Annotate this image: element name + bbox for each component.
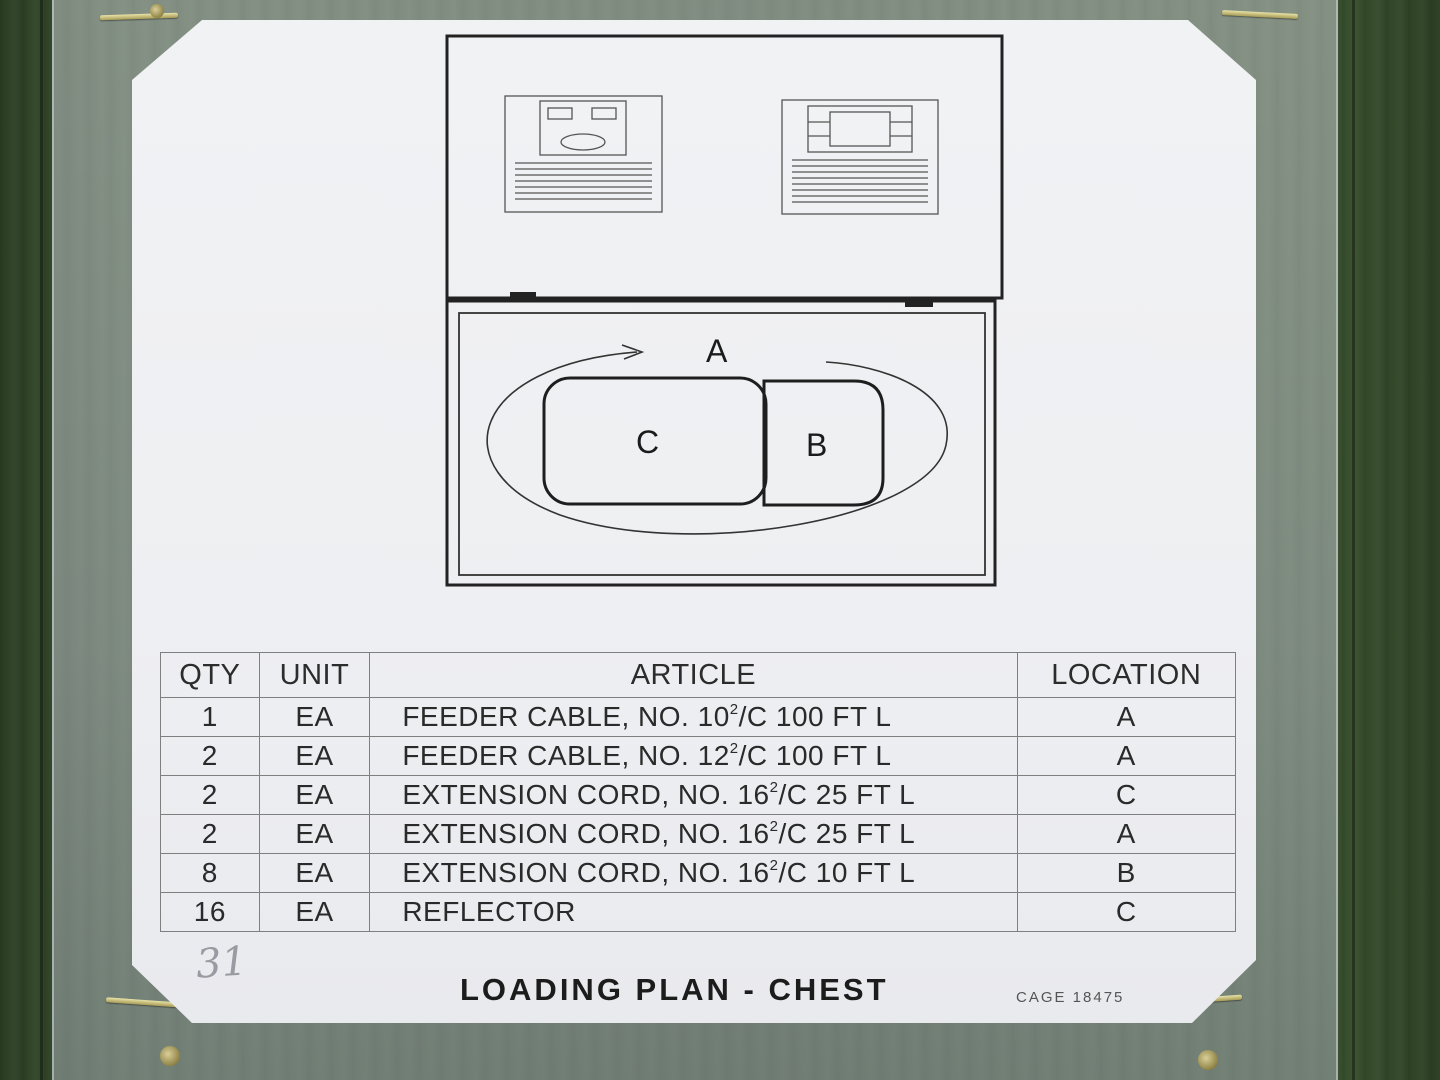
header-article: ARTICLE [369, 652, 1018, 698]
article-text: EXTENSION CORD, NO. 16 [402, 857, 770, 888]
cell-article: EXTENSION CORD, NO. 162/C 25 FT L [369, 814, 1018, 854]
article-text: REFLECTOR [402, 896, 576, 927]
table-row: 1 EA FEEDER CABLE, NO. 102/C 100 FT L A [160, 697, 1237, 737]
page-title: LOADING PLAN - CHEST [460, 972, 889, 1007]
header-location: LOCATION [1016, 652, 1237, 698]
cell-unit: EA [258, 892, 371, 932]
cell-qty: 1 [160, 697, 260, 737]
article-superscript: 2 [729, 740, 739, 757]
cell-article: REFLECTOR [369, 892, 1018, 932]
cell-qty: 2 [160, 775, 260, 815]
handwritten-number: 31 [194, 938, 249, 988]
article-text-end: /C 25 FT L [778, 818, 916, 849]
cell-qty: 8 [160, 853, 260, 893]
cell-location: A [1016, 697, 1237, 737]
thumbtack [1198, 1050, 1218, 1070]
loading-table: QTY UNIT ARTICLE LOCATION 1 EA FEEDER CA… [160, 652, 1237, 932]
cell-location: A [1016, 814, 1237, 854]
article-text: FEEDER CABLE, NO. 12 [402, 740, 730, 771]
cell-article: FEEDER CABLE, NO. 102/C 100 FT L [369, 697, 1018, 737]
cell-article: FEEDER CABLE, NO. 122/C 100 FT L [369, 736, 1018, 776]
cell-location: B [1016, 853, 1237, 893]
cell-article: EXTENSION CORD, NO. 162/C 25 FT L [369, 775, 1018, 815]
cell-location: C [1016, 892, 1237, 932]
cell-article: EXTENSION CORD, NO. 162/C 10 FT L [369, 853, 1018, 893]
cell-qty: 16 [160, 892, 260, 932]
table-header-row: QTY UNIT ARTICLE LOCATION [160, 652, 1237, 698]
article-text-end: /C 10 FT L [778, 857, 916, 888]
header-qty: QTY [160, 652, 260, 698]
table-row: 8 EA EXTENSION CORD, NO. 162/C 10 FT L B [160, 853, 1237, 893]
thumbtack [150, 4, 164, 18]
cage-code: CAGE 18475 [1016, 989, 1125, 1006]
article-text: FEEDER CABLE, NO. 10 [402, 701, 730, 732]
table-row: 2 EA EXTENSION CORD, NO. 162/C 25 FT L A [160, 814, 1237, 854]
article-superscript: 2 [769, 779, 779, 796]
header-unit: UNIT [258, 652, 371, 698]
cell-location: A [1016, 736, 1237, 776]
article-text-end: /C 25 FT L [778, 779, 916, 810]
thumbtack [160, 1046, 180, 1066]
article-text: EXTENSION CORD, NO. 16 [402, 779, 770, 810]
board-seam [1352, 0, 1355, 1080]
table-row: 2 EA FEEDER CABLE, NO. 122/C 100 FT L A [160, 736, 1237, 776]
article-text: EXTENSION CORD, NO. 16 [402, 818, 770, 849]
table-row: 2 EA EXTENSION CORD, NO. 162/C 25 FT L C [160, 775, 1237, 815]
article-superscript: 2 [769, 818, 779, 835]
table-row: 16 EA REFLECTOR C [160, 892, 1237, 932]
cell-unit: EA [258, 697, 371, 737]
board-seam [40, 0, 43, 1080]
article-superscript: 2 [769, 857, 779, 874]
article-text-end: /C 100 FT L [738, 740, 892, 771]
article-superscript: 2 [729, 701, 739, 718]
cell-unit: EA [258, 853, 371, 893]
cell-qty: 2 [160, 814, 260, 854]
cell-unit: EA [258, 775, 371, 815]
cell-location: C [1016, 775, 1237, 815]
cell-qty: 2 [160, 736, 260, 776]
cell-unit: EA [258, 736, 371, 776]
cell-unit: EA [258, 814, 371, 854]
article-text-end: /C 100 FT L [738, 701, 892, 732]
